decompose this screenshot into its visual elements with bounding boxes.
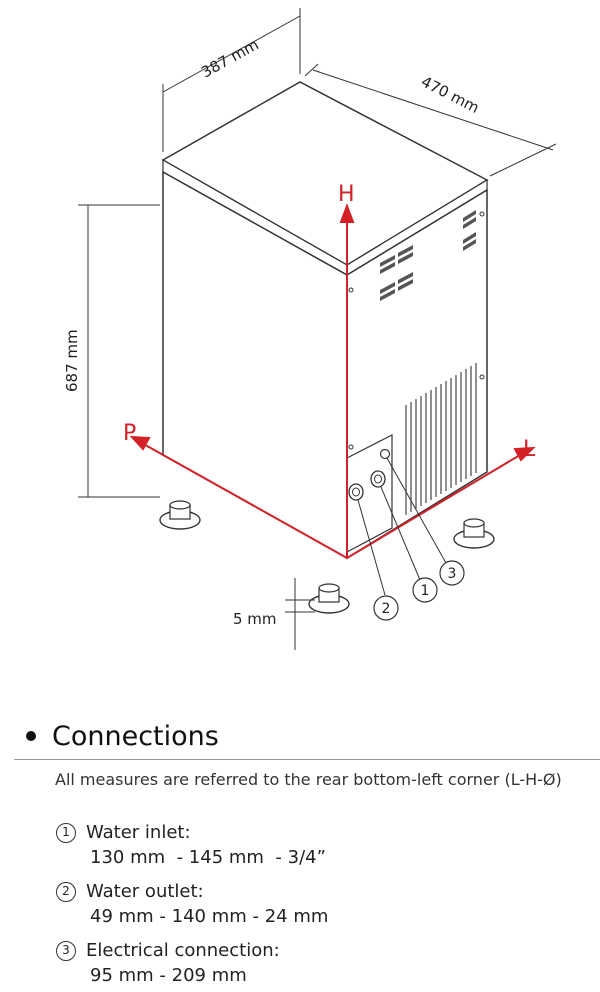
height-label: 687 mm	[63, 329, 81, 392]
connections-header: Connections	[26, 716, 219, 756]
bullet-icon	[26, 731, 36, 741]
ice-machine-diagram: 387 mm 470 mm 687 mm 5 mm H P L 2 1 3	[63, 8, 557, 650]
upper-vents	[380, 210, 476, 301]
connector-water-outlet	[348, 483, 364, 501]
dimension-lines	[78, 8, 557, 650]
item-number: 3	[56, 940, 76, 961]
section-title: Connections	[52, 720, 219, 752]
connection-item-water-outlet: 2 Water outlet: 49 mm - 140 mm - 24 mm	[56, 879, 328, 929]
connection-item-water-inlet: 1 Water inlet: 130 mm - 145 mm - 3/4”	[56, 820, 326, 870]
screws	[348, 211, 485, 450]
width-label: 387 mm	[198, 35, 261, 81]
item-values: 130 mm - 145 mm - 3/4”	[90, 847, 326, 868]
connector-water-inlet	[370, 470, 386, 488]
item-values: 49 mm - 140 mm - 24 mm	[90, 906, 329, 927]
item-label: Water outlet:	[86, 881, 204, 902]
item-label: Electrical connection:	[86, 940, 280, 961]
callout-2: 2	[382, 601, 391, 617]
item-number: 1	[56, 822, 76, 843]
foot-label: 5 mm	[233, 610, 277, 628]
axes	[129, 203, 536, 559]
depth-label: 470 mm	[418, 73, 482, 117]
callout-3: 3	[448, 566, 457, 582]
axis-h-label: H	[338, 182, 355, 207]
callout-circles	[373, 560, 465, 621]
foot-right	[453, 518, 495, 549]
foot-left	[159, 500, 201, 530]
axis-p-label: P	[123, 421, 136, 446]
divider	[14, 759, 600, 760]
item-values: 95 mm - 209 mm	[90, 965, 247, 986]
reference-note: All measures are referred to the rear bo…	[55, 770, 562, 789]
connection-item-electrical: 3 Electrical connection: 95 mm - 209 mm	[56, 938, 280, 988]
foot-front	[308, 583, 350, 614]
item-label: Water inlet:	[86, 822, 191, 843]
callout-1: 1	[421, 583, 430, 599]
lower-grille	[405, 363, 477, 515]
callout-leaders	[357, 457, 447, 596]
connector-electrical	[379, 448, 391, 460]
item-number: 2	[56, 881, 76, 902]
axis-l-label: L	[523, 437, 536, 462]
